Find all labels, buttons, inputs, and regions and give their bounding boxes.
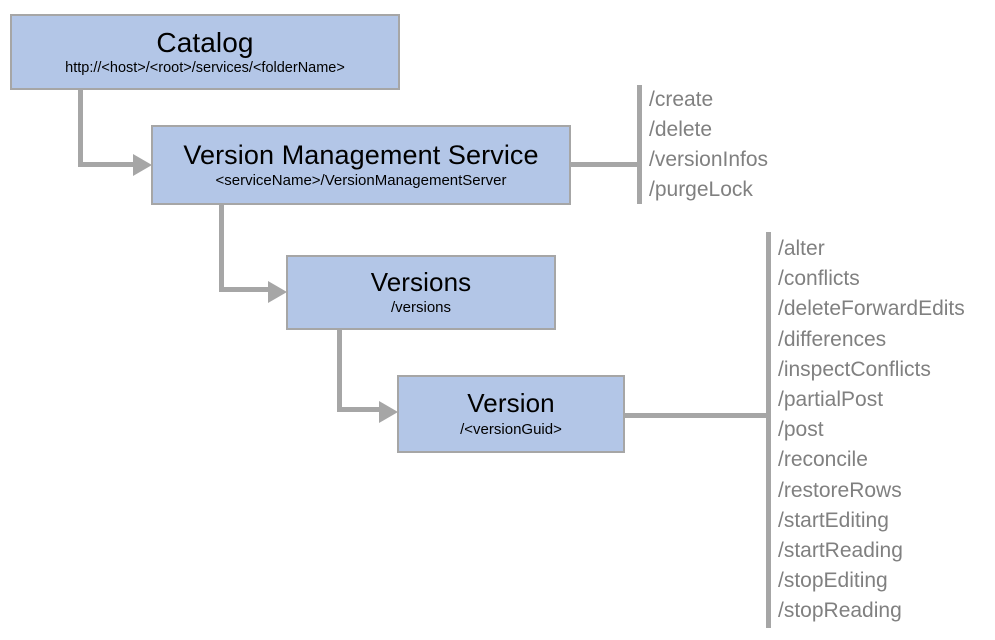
node-version[interactable]: Version /<versionGuid> bbox=[397, 375, 625, 453]
endpoint-item[interactable]: /partialPost bbox=[778, 388, 884, 412]
node-versions[interactable]: Versions /versions bbox=[286, 255, 556, 330]
endpoint-list-service-operations: /create/delete/versionInfos/purgeLock bbox=[649, 85, 768, 205]
node-versions-path: /versions bbox=[390, 299, 452, 317]
node-version-management-service[interactable]: Version Management Service <serviceName>… bbox=[151, 125, 571, 205]
connector-service-to-versions-vertical bbox=[219, 205, 224, 292]
endpoint-item[interactable]: /conflicts bbox=[778, 267, 860, 291]
node-catalog[interactable]: Catalog http://<host>/<root>/services/<f… bbox=[10, 14, 400, 90]
arrowhead-service-to-versions bbox=[268, 281, 287, 303]
endpoint-item[interactable]: /startEditing bbox=[778, 508, 889, 532]
endpoint-item[interactable]: /purgeLock bbox=[649, 178, 753, 201]
endpoint-item[interactable]: /deleteForwardEdits bbox=[778, 297, 965, 321]
bracket-version-endpoints bbox=[766, 232, 771, 628]
node-version-path: /<versionGuid> bbox=[460, 420, 562, 438]
connector-service-to-versions-horizontal bbox=[219, 287, 271, 292]
bracket-service-endpoints bbox=[637, 85, 642, 204]
arrowhead-catalog-to-service bbox=[133, 154, 152, 176]
endpoint-item[interactable]: /stopEditing bbox=[778, 569, 888, 593]
endpoint-item[interactable]: /reconcile bbox=[778, 448, 868, 472]
node-catalog-path: http://<host>/<root>/services/<folderNam… bbox=[65, 60, 345, 77]
node-version-title: Version bbox=[467, 388, 555, 419]
endpoint-list-version-operations: /alter/conflicts/deleteForwardEdits/diff… bbox=[778, 234, 965, 627]
endpoint-item[interactable]: /delete bbox=[649, 118, 713, 141]
connector-service-to-endpoints bbox=[571, 162, 642, 167]
endpoint-item[interactable]: /differences bbox=[778, 327, 887, 351]
connector-versions-to-version-vertical bbox=[337, 330, 342, 412]
endpoint-item[interactable]: /versionInfos bbox=[649, 148, 769, 171]
node-version-management-service-path: <serviceName>/VersionManagementServer bbox=[215, 172, 507, 190]
endpoint-item[interactable]: /restoreRows bbox=[778, 478, 902, 502]
connector-catalog-to-service-horizontal bbox=[78, 162, 136, 167]
node-version-management-service-title: Version Management Service bbox=[183, 139, 539, 170]
endpoint-item[interactable]: /create bbox=[649, 88, 714, 111]
connector-catalog-to-service-vertical bbox=[78, 90, 83, 167]
node-catalog-title: Catalog bbox=[156, 26, 254, 58]
connector-version-to-endpoints bbox=[625, 413, 771, 418]
endpoint-item[interactable]: /post bbox=[778, 418, 824, 442]
endpoint-item[interactable]: /stopReading bbox=[778, 599, 902, 623]
endpoint-item[interactable]: /inspectConflicts bbox=[778, 357, 931, 381]
endpoint-item[interactable]: /alter bbox=[778, 237, 825, 260]
endpoint-item[interactable]: /startReading bbox=[778, 539, 903, 563]
connector-versions-to-version-horizontal bbox=[337, 407, 382, 412]
arrowhead-versions-to-version bbox=[379, 401, 398, 423]
node-versions-title: Versions bbox=[370, 266, 472, 297]
